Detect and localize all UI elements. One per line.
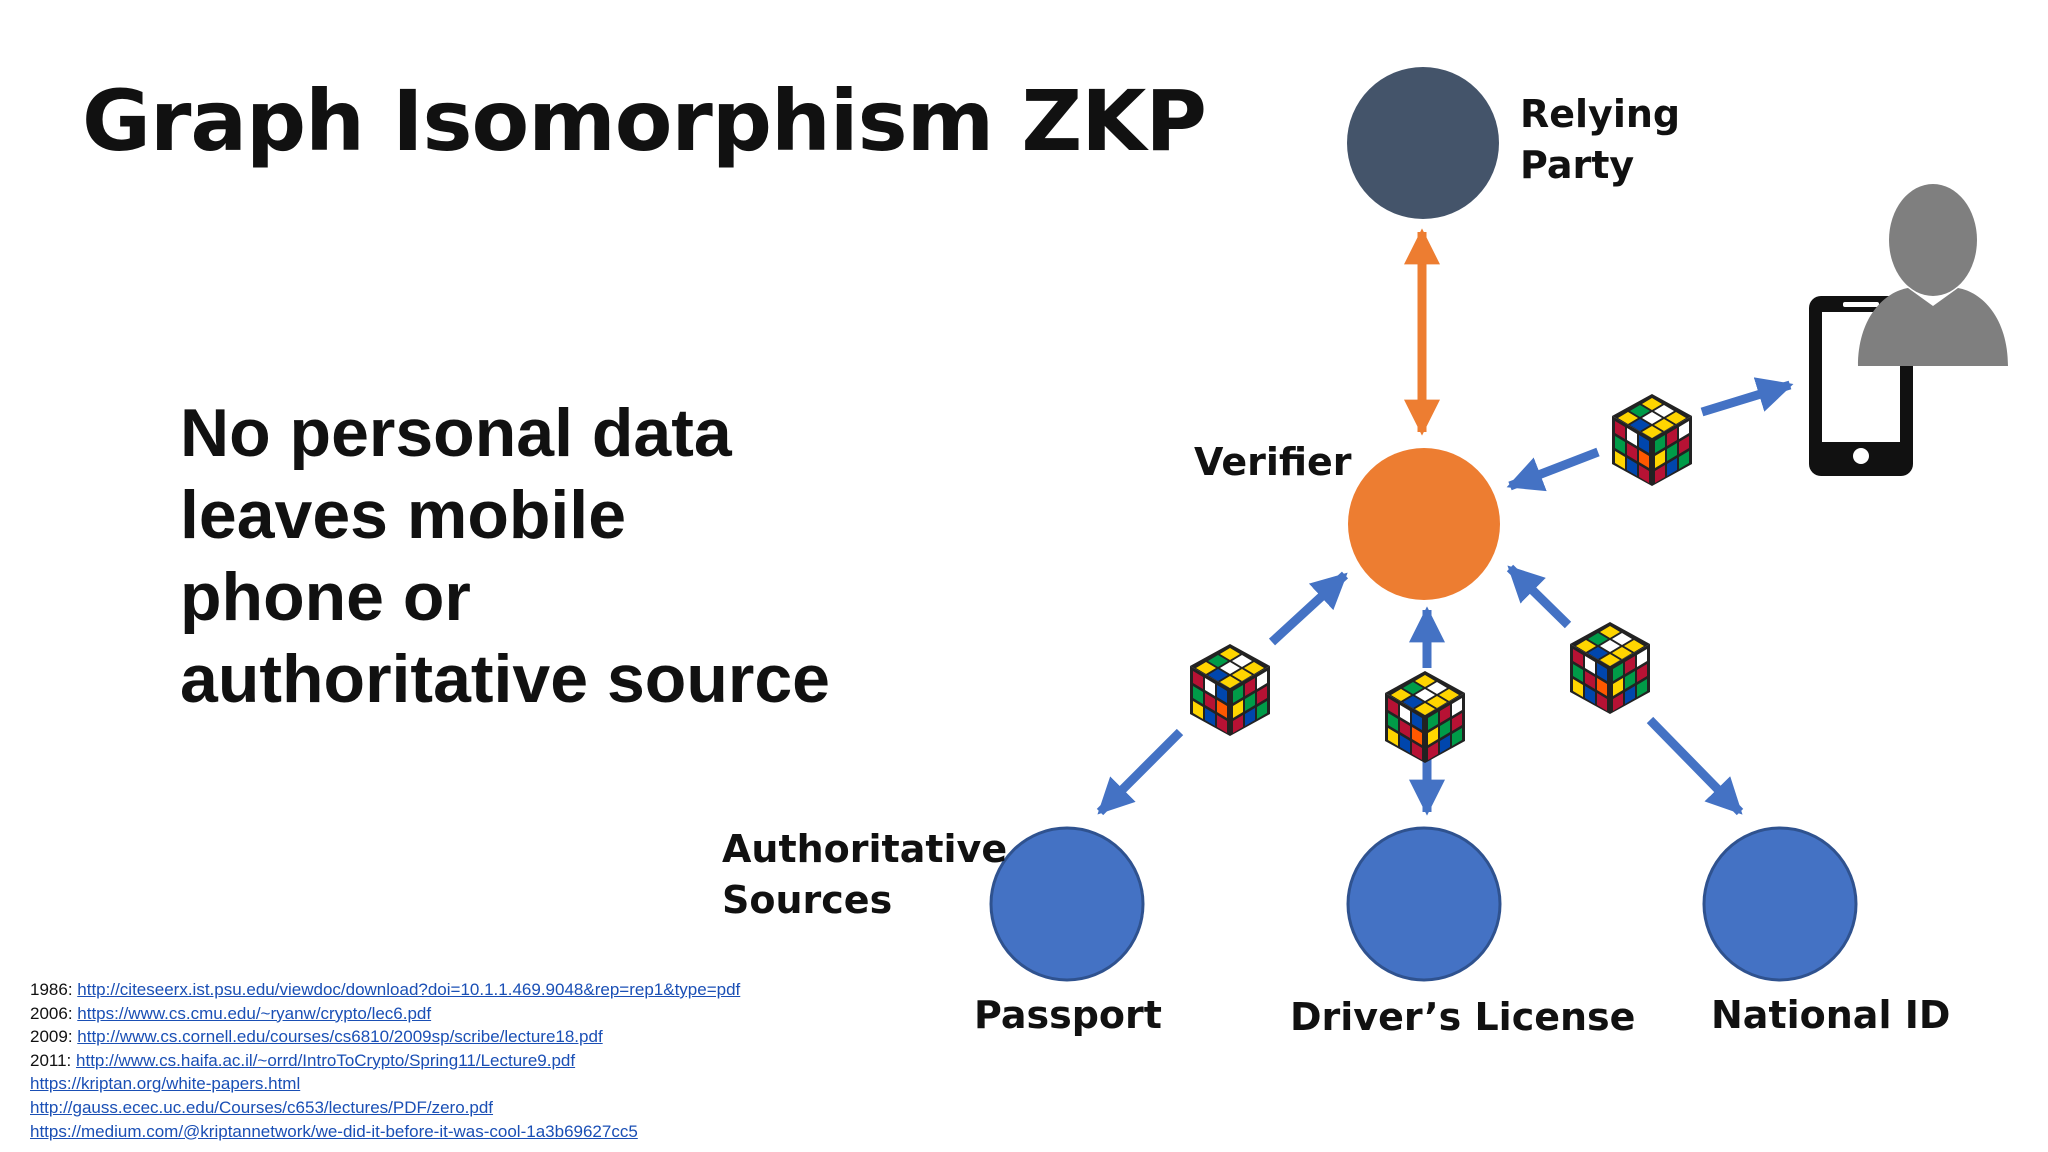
rubiks-cube-icon [1190,644,1270,736]
verifier-to-passport-arrow [1096,728,1184,816]
reference-item: 2011: http://www.cs.haifa.ac.il/~orrd/In… [30,1050,576,1070]
national-id-label: National ID [1711,993,1951,1037]
reference-link[interactable]: https://www.cs.cmu.edu/~ryanw/crypto/lec… [77,1003,432,1023]
verifier-label: Verifier [1194,440,1352,484]
reference-link[interactable]: https://kriptan.org/white-papers.html [30,1074,301,1094]
passport-to-verifier-arrow [1268,571,1349,646]
authoritative-sources-label: Authoritative Sources [722,827,1008,922]
reference-link[interactable]: http://www.cs.haifa.ac.il/~orrd/IntroToC… [76,1050,576,1070]
reference-link[interactable]: http://gauss.ecec.uc.edu/Courses/c653/le… [30,1097,494,1117]
drivers-license-label: Driver’s License [1290,995,1636,1039]
reference-link[interactable]: http://citeseerx.ist.psu.edu/viewdoc/dow… [77,980,741,999]
drivers-license-node [1346,826,1502,982]
rubiks-cube-icon [1612,394,1692,486]
statement-line: phone or [180,559,471,635]
user-icon [1858,184,2008,366]
reference-item: 2009: http://www.cs.cornell.edu/courses/… [30,1027,603,1047]
reference-link[interactable]: https://medium.com/@kriptannetwork/we-di… [30,1121,638,1141]
statement-line: leaves mobile [180,477,627,553]
reference-item: http://gauss.ecec.uc.edu/Courses/c653/le… [30,1096,740,1120]
statement-text: No personal data leaves mobile phone or … [180,392,830,720]
relying-party-label: Relying Party [1520,92,1681,187]
verifier-to-phone-arrow [1700,377,1794,417]
passport-node [989,826,1145,982]
slide-title: Graph Isomorphism ZKP [82,72,1207,170]
relying-party-node [1347,67,1499,219]
nationalid-to-verifier-arrow [1506,564,1572,629]
reference-link[interactable]: http://www.cs.cornell.edu/courses/cs6810… [77,1027,603,1047]
references-list: 1986: http://citeseerx.ist.psu.edu/viewd… [30,978,740,1143]
statement-line: authoritative source [180,641,830,717]
reference-item: https://medium.com/@kriptannetwork/we-di… [30,1120,740,1144]
statement-line: No personal data [180,395,732,471]
rubiks-cube-icon [1385,671,1465,763]
national-id-node [1702,826,1858,982]
reference-item: 1986: http://citeseerx.ist.psu.edu/viewd… [30,980,741,999]
reference-item: 2006: https://www.cs.cmu.edu/~ryanw/cryp… [30,1003,432,1023]
verifier-to-nationalid-arrow [1646,716,1744,816]
passport-label: Passport [974,993,1162,1037]
phone-to-verifier-arrow [1506,447,1600,492]
rubiks-cube-icon [1570,622,1650,714]
verifier-node [1348,448,1500,600]
reference-item: https://kriptan.org/white-papers.html [30,1072,740,1096]
